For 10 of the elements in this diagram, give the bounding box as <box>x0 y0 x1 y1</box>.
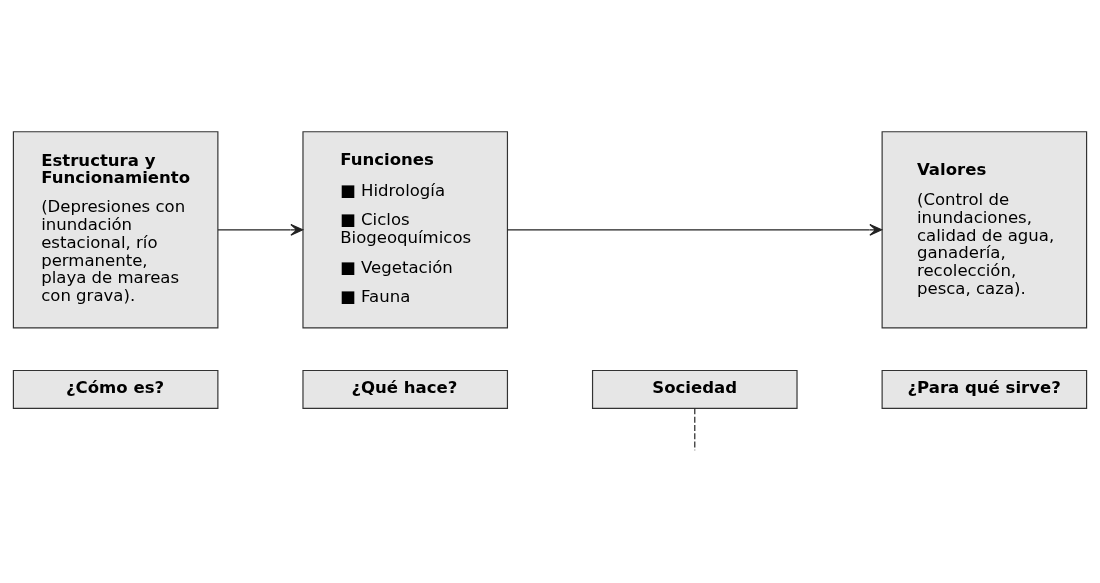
node-box: Sociedad <box>591 369 798 409</box>
connector <box>694 407 696 451</box>
arrow <box>506 223 883 236</box>
arrow <box>217 223 304 236</box>
node-box: Funciones ■ Hidrología ■ Ciclos Biogeoquímicos ■ Vegetación ■ Fauna <box>302 131 509 329</box>
node-box: ¿Qué hace? <box>302 369 509 409</box>
node-box: ¿Cómo es? <box>12 369 219 409</box>
node-box: ¿Para qué sirve? <box>881 369 1088 409</box>
node-box: Estructura y Funcionamiento (Depresiones con inundación estacional, río permanente, playa de mareas con grava). <box>12 131 219 329</box>
node-box: Valores (Control de inundaciones, calidad de agua, ganadería, recolección, pesca, caza). <box>881 131 1088 329</box>
